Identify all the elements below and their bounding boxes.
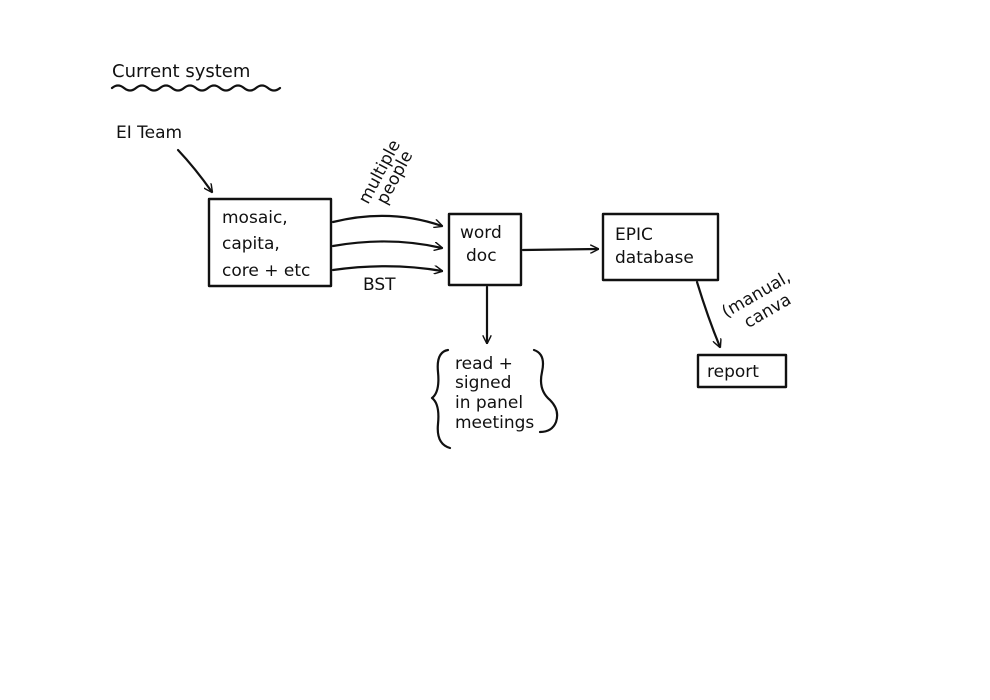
word-doc-line-2: doc [466, 246, 497, 266]
epic-line-2: database [615, 248, 694, 268]
epic-line-1: EPIC [615, 225, 653, 245]
systems-line-1: mosaic, [222, 208, 288, 228]
word-doc-line-1: word [460, 223, 502, 243]
report-box [696, 353, 788, 389]
multiple-people-label: multiple people [355, 137, 418, 208]
systems-box [207, 197, 333, 288]
arrow-doc-to-epic [521, 249, 600, 250]
arrow-systems-to-doc-1 [331, 214, 442, 226]
arrow-systems-to-doc-2 [331, 240, 442, 248]
source-label: EI Team [116, 123, 182, 143]
bst-label: BST [363, 275, 396, 295]
title-underline [110, 84, 282, 92]
systems-line-2: capita, [222, 234, 280, 254]
systems-line-3: core + etc [222, 261, 310, 281]
epic-database-box [601, 212, 720, 282]
arrow-source-to-systems [176, 148, 212, 192]
panel-line-3: in panel [455, 393, 523, 413]
panel-right-brace [532, 348, 559, 434]
panel-line-1: read + [455, 354, 513, 374]
word-doc-box [447, 212, 523, 287]
manual-canva-label: (manual, canva [719, 267, 795, 332]
panel-left-brace [430, 348, 452, 450]
report-label: report [707, 362, 759, 382]
arrow-systems-to-doc-3 [331, 265, 442, 271]
panel-line-2: signed [455, 373, 511, 393]
diagram-title: Current system [112, 61, 250, 82]
arrow-epic-to-report [695, 280, 720, 347]
panel-line-4: meetings [455, 413, 534, 433]
